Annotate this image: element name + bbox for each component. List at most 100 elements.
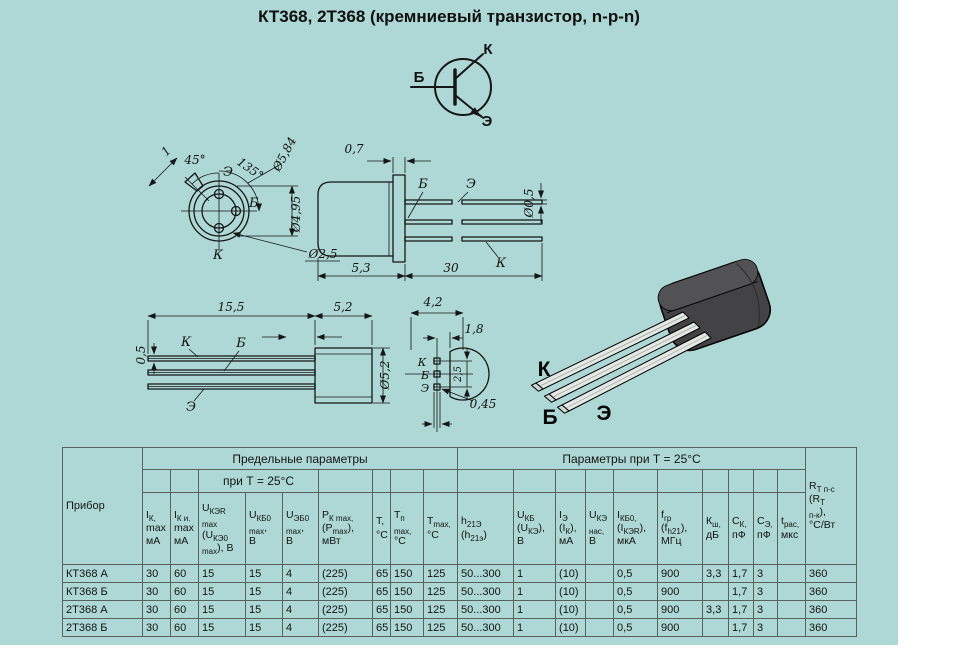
- outer-dia-leader: [247, 163, 282, 184]
- cell: 3,3: [702, 564, 730, 583]
- cell: 50...300: [457, 618, 515, 637]
- cell: 1,7: [728, 600, 755, 619]
- cell: 125: [422, 582, 459, 601]
- can-lead-base: Б: [417, 177, 428, 192]
- page-title: КТ368, 2Т368 (кремниевый транзистор, n-p…: [258, 7, 640, 26]
- end-outline: [449, 347, 490, 401]
- col-header-t: T, °С: [372, 492, 391, 565]
- parameters-table: Прибор Предельные параметры Параметры пр…: [62, 447, 858, 637]
- cell: 15: [198, 582, 246, 601]
- cell: 60: [170, 600, 199, 619]
- tab-axis: [184, 176, 210, 202]
- cell: 1: [513, 582, 557, 601]
- cell: 30: [142, 618, 171, 637]
- cell: 50...300: [457, 600, 515, 619]
- cell: [585, 582, 615, 601]
- empty-cell: [585, 469, 615, 493]
- flat-lead-emitter: Э: [186, 400, 196, 415]
- top-view-pin-bottom: К: [212, 248, 224, 263]
- plastic-body: [314, 347, 373, 404]
- cell: 1: [513, 618, 557, 637]
- collector-lead: [454, 53, 484, 80]
- end-pin1: К: [417, 356, 427, 369]
- cell: [777, 582, 807, 601]
- cell: [585, 618, 615, 637]
- col-header-iki-max: IК и. max мА: [170, 492, 199, 565]
- can-flange: [392, 174, 406, 263]
- transistor-symbol: Б К Э: [410, 41, 493, 130]
- dim-body-len: 5,2: [333, 300, 352, 314]
- cell: 900: [657, 618, 704, 637]
- emitter-arrow: [470, 107, 481, 117]
- header-row-sub: при Т = 25°С: [63, 469, 857, 493]
- cell: 150: [390, 618, 424, 637]
- plastic-side-view-drawing: К Б Э 15,5 5,2 Ø5,2 0,5: [134, 300, 392, 415]
- cell: 125: [422, 618, 459, 637]
- col-header-t-max: Tmax, °С: [422, 492, 459, 565]
- cell: 900: [657, 600, 704, 619]
- can-lead-emitter: Э: [466, 177, 476, 192]
- cell: (225): [318, 582, 373, 601]
- pin-circle-leader: [232, 231, 308, 253]
- device-name: КТ368 Б: [62, 582, 143, 601]
- col-header-rt: RТ п-с (RТ п-к), °С/Вт: [805, 447, 858, 565]
- cell: 360: [805, 618, 858, 637]
- cell: 65: [372, 618, 391, 637]
- cell: 150: [390, 600, 424, 619]
- empty-cell: [555, 469, 587, 493]
- flat-lead-base: Б: [235, 336, 246, 351]
- cell: 60: [170, 564, 199, 583]
- cell: 30: [142, 564, 171, 583]
- device-name: 2Т368 Б: [62, 618, 143, 637]
- cell: 125: [422, 600, 459, 619]
- device-name: 2Т368 А: [62, 600, 143, 619]
- empty-cell: [753, 469, 779, 493]
- cell: 65: [372, 600, 391, 619]
- col-header-ksh: Кш, дБ: [702, 492, 730, 565]
- empty-cell: [318, 469, 373, 493]
- can-leads: [404, 199, 543, 242]
- dim-body-len: 5,3: [351, 261, 370, 275]
- cell: 900: [657, 564, 704, 583]
- cell: 150: [390, 582, 424, 601]
- dim-lead-len: 15,5: [218, 300, 245, 314]
- cell: 65: [372, 582, 391, 601]
- cell: 4: [282, 564, 319, 583]
- cell: 3,3: [702, 600, 730, 619]
- dim-pitch: 2,5: [453, 366, 464, 383]
- cell: (225): [318, 600, 373, 619]
- symbol-collector-label: К: [483, 41, 493, 58]
- cell: (10): [555, 564, 587, 583]
- photo-lead2-label: Б: [542, 406, 557, 429]
- collector-leader: [485, 241, 499, 258]
- can-side-view-drawing: Б Э К 0,7 5,3 30 Ø0,5: [317, 142, 547, 281]
- dim-offset: 1,8: [464, 322, 483, 336]
- dim-pin-angle: 135°: [234, 155, 266, 183]
- cell: [702, 582, 730, 601]
- empty-cell: [457, 469, 515, 493]
- empty-cell: [372, 469, 391, 493]
- pin-size-leader: [441, 388, 474, 402]
- group-params-25c: Параметры при Т = 25°С: [457, 447, 807, 470]
- cell: 60: [170, 582, 199, 601]
- cell: 15: [198, 564, 246, 583]
- cell: 125: [422, 564, 459, 583]
- dim-outer-dia: Ø5,84: [269, 135, 299, 175]
- cell: 30: [142, 600, 171, 619]
- can-body: [317, 181, 394, 257]
- emitter-leader: [457, 191, 469, 203]
- cell: [777, 564, 807, 583]
- empty-cell: [657, 469, 704, 493]
- empty-cell: [422, 469, 459, 493]
- base-leader: [407, 191, 424, 219]
- symbol-emitter-label: Э: [482, 113, 493, 130]
- col-header-ie: IЭ (IК), мА: [555, 492, 587, 565]
- collector-leader: [188, 348, 199, 358]
- photo-lead1-label: К: [538, 358, 551, 381]
- dim-lead-dia: Ø0,5: [522, 189, 536, 219]
- cell: 360: [805, 564, 858, 583]
- empty-cell: [702, 469, 730, 493]
- flat-lead-collector: К: [180, 335, 192, 350]
- cell: 1,7: [728, 582, 755, 601]
